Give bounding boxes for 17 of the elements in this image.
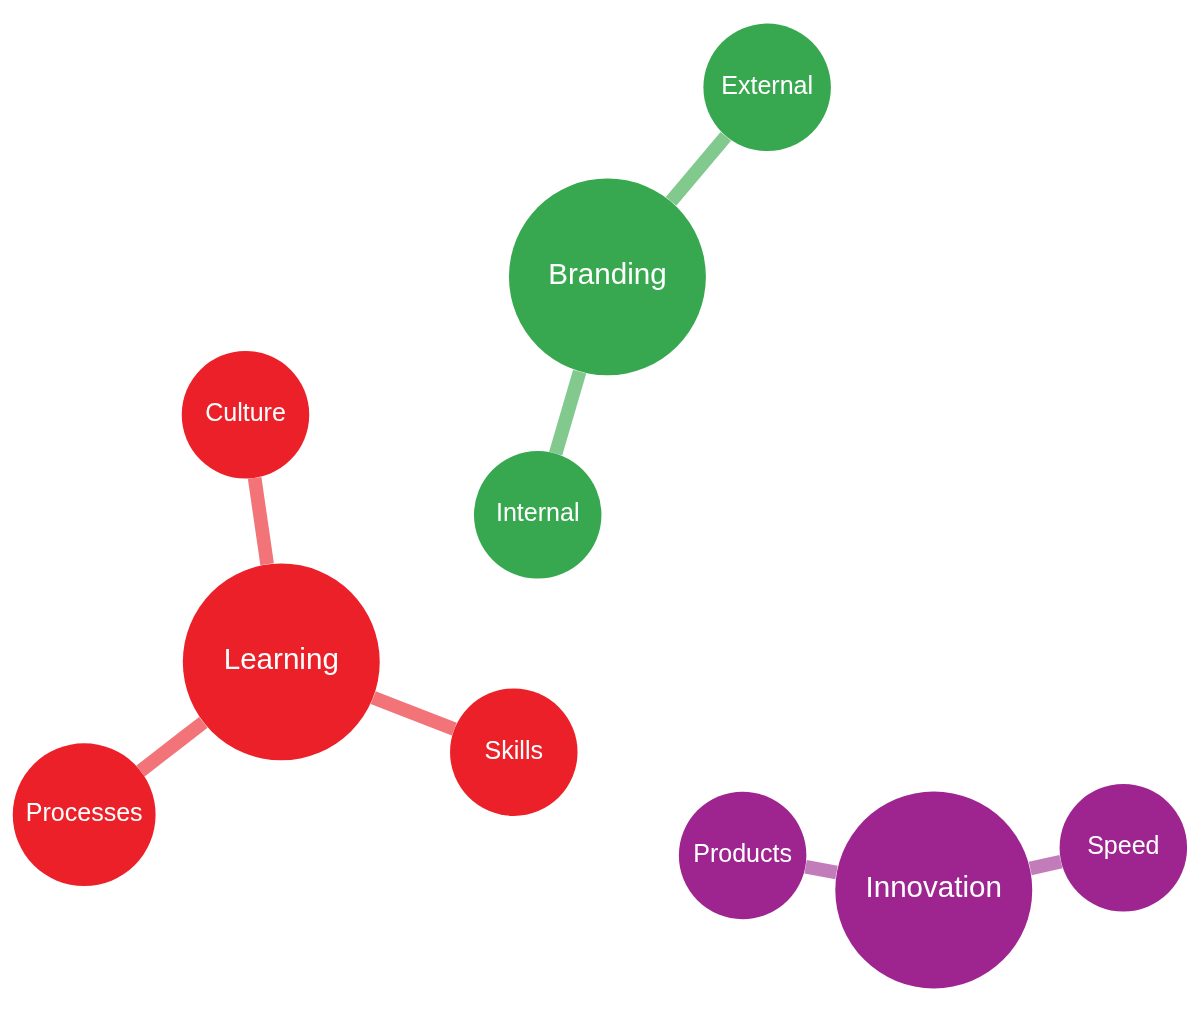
node-circle: Learning — [182, 562, 380, 760]
node-circle: Products — [678, 791, 807, 919]
node-circle: External — [703, 23, 831, 151]
node-circle: Internal — [473, 450, 602, 579]
connector — [370, 690, 457, 735]
connector — [136, 716, 208, 776]
connector — [247, 476, 274, 565]
node-circle: Processes — [12, 742, 156, 886]
node-circle: Culture — [181, 350, 310, 478]
node-circle: Branding — [508, 177, 706, 375]
connector — [1028, 854, 1063, 875]
connector — [665, 131, 731, 206]
node-circle: Innovation — [835, 791, 1033, 988]
node-circle: Skills — [450, 688, 578, 816]
node-circle: Speed — [1059, 783, 1188, 911]
connector — [549, 369, 587, 456]
connector — [804, 859, 838, 879]
